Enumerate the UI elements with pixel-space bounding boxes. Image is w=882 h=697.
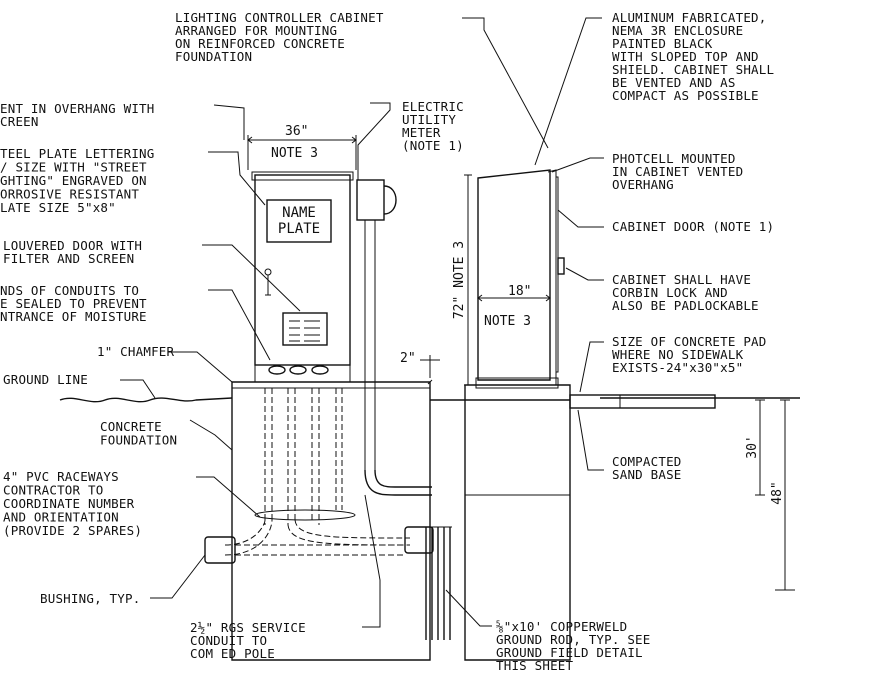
label-copperweld: THIS SHEET [496, 658, 574, 673]
cabinet-front [254, 174, 351, 366]
label-concrete-pad: SIZE OF CONCRETE PAD [612, 334, 767, 349]
label-louvered-door: FILTER AND SCREEN [3, 251, 134, 266]
label-electric-meter: METER [402, 125, 441, 140]
label-lighting-controller: FOUNDATION [175, 49, 252, 64]
foundation-side [464, 384, 571, 661]
label-aluminum-enclosure: WITH SLOPED TOP AND [612, 49, 759, 64]
dim-72-note3: 72" NOTE 3 [452, 241, 467, 319]
label-conduit-ends: NTRANCE OF MOISTURE [0, 309, 147, 324]
ground-line [59, 397, 452, 403]
label-concrete-foundation: FOUNDATION [100, 433, 177, 448]
label-pvc-raceways: CONTRACTOR TO [3, 483, 103, 498]
dim-36: 36" [285, 124, 308, 139]
label-copperweld: GROUND ROD, TYP. SEE [496, 632, 651, 647]
label-vent-overhang: ENT IN OVERHANG WITH [0, 101, 155, 116]
label-rgs-conduit: COM ED POLE [190, 646, 275, 661]
label-pvc-raceways: 4" PVC RACEWAYS [3, 469, 119, 484]
name-plate-text: PLATE [278, 221, 320, 237]
cabinet-side [477, 169, 551, 381]
dim-48: 48" [770, 481, 785, 504]
label-electric-meter: (NOTE 1) [402, 138, 464, 153]
label-compacted-sand: SAND BASE [612, 467, 682, 482]
ground-rods [425, 527, 451, 640]
label-concrete-pad: EXISTS-24"x30"x5" [612, 360, 743, 375]
label-aluminum-enclosure: SHIELD. CABINET SHALL [612, 62, 774, 77]
label-photocell: PHOTCELL MOUNTED [612, 151, 736, 166]
concrete-pad [569, 394, 716, 409]
label-steel-plate: / SIZE WITH "STREET [0, 160, 147, 175]
dim-2: 2" [400, 351, 416, 366]
label-aluminum-enclosure: PAINTED BLACK [612, 36, 713, 51]
rgs-conduit [364, 469, 432, 496]
label-rgs-conduit: CONDUIT TO [190, 633, 267, 648]
label-electric-meter: ELECTRIC [402, 99, 464, 114]
conduit-end [268, 365, 286, 375]
label-cabinet-door: CABINET DOOR (NOTE 1) [612, 219, 774, 234]
label-bushing: BUSHING, TYP. [40, 591, 140, 606]
label-ground-line: GROUND LINE [3, 372, 88, 387]
dim-30: 30' [745, 435, 760, 458]
electric-meter [356, 179, 385, 221]
label-steel-plate: ORROSIVE RESISTANT [0, 187, 139, 202]
label-conduit-ends: NDS OF CONDUITS TO [0, 283, 139, 298]
label-compacted-sand: COMPACTED [612, 454, 682, 469]
name-plate-text: NAME [282, 205, 316, 221]
pvc-raceway-left [204, 536, 236, 564]
label-conduit-ends: E SEALED TO PREVENT [0, 296, 147, 311]
label-electric-meter: UTILITY [402, 112, 456, 127]
label-lighting-controller: ON REINFORCED CONCRETE [175, 36, 345, 51]
conduit-end [311, 365, 329, 375]
label-vent-overhang: CREEN [0, 114, 39, 129]
label-photocell: OVERHANG [612, 177, 674, 192]
dim-note3-side: NOTE 3 [484, 314, 531, 329]
label-corbin-lock: ALSO BE PADLOCKABLE [612, 298, 759, 313]
label-lighting-controller: LIGHTING CONTROLLER CABINET [175, 10, 384, 25]
label-aluminum-enclosure: BE VENTED AND AS [612, 75, 736, 90]
corbin-lock [557, 257, 565, 275]
label-aluminum-enclosure: NEMA 3R ENCLOSURE [612, 23, 743, 38]
label-louvered-door: LOUVERED DOOR WITH [3, 238, 142, 253]
conduit-end [289, 365, 307, 375]
label-copperweld: GROUND FIELD DETAIL [496, 645, 643, 660]
label-steel-plate: GHTING" ENGRAVED ON [0, 173, 147, 188]
label-pvc-raceways: AND ORIENTATION [3, 510, 119, 525]
label-aluminum-enclosure: COMPACT AS POSSIBLE [612, 88, 759, 103]
label-steel-plate: LATE SIZE 5"x8" [0, 200, 116, 215]
label-rgs-conduit: 2½" RGS SERVICE [190, 620, 306, 635]
label-concrete-pad: WHERE NO SIDEWALK [612, 347, 744, 362]
pvc-raceway-right [404, 526, 434, 554]
label-pvc-raceways: (PROVIDE 2 SPARES) [3, 523, 142, 538]
label-corbin-lock: CORBIN LOCK AND [612, 285, 728, 300]
dim-18: 18" [508, 284, 531, 299]
label-photocell: IN CABINET VENTED [612, 164, 743, 179]
label-concrete-foundation: CONCRETE [100, 419, 162, 434]
label-chamfer: 1" CHAMFER [97, 344, 175, 359]
label-lighting-controller: ARRANGED FOR MOUNTING [175, 23, 337, 38]
louvered-door [282, 312, 328, 346]
dim-note3-front: NOTE 3 [271, 146, 318, 161]
label-copperweld: ⅝"x10' COPPERWELD [496, 619, 627, 634]
label-pvc-raceways: COORDINATE NUMBER [3, 496, 135, 511]
label-aluminum-enclosure: ALUMINUM FABRICATED, [612, 10, 767, 25]
name-plate [266, 199, 332, 243]
label-corbin-lock: CABINET SHALL HAVE [612, 272, 751, 287]
label-steel-plate: TEEL PLATE LETTERING [0, 146, 155, 161]
ground-line-right [452, 397, 800, 401]
concrete-foundation-outline [231, 381, 431, 661]
